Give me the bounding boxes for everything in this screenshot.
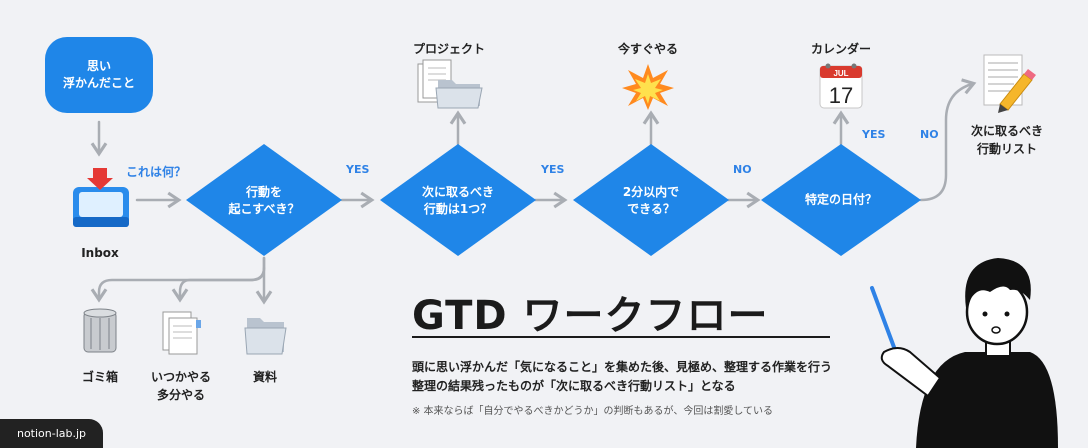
document-stack-icon: [162, 311, 201, 355]
decision-text-4: 特定の日付？: [805, 192, 877, 209]
edge-label-no-2: NO: [920, 128, 939, 141]
description-line-2: 整理の結果残ったものが「次に取るべき行動リスト」となる: [412, 379, 736, 393]
inbox-label: Inbox: [81, 246, 119, 260]
someday-line-1: いつかやる: [150, 370, 212, 384]
decision-single-action: [380, 144, 536, 256]
edge-label-yes-2: YES: [541, 163, 565, 176]
outcome-someday: いつかやる多分やる: [151, 368, 211, 404]
outcome-trash: ゴミ箱: [81, 370, 119, 384]
project-folder-icon: [417, 59, 483, 109]
site-badge[interactable]: notion-lab.jp: [0, 419, 103, 448]
someday-line-2: 多分やる: [156, 388, 206, 402]
person-illustration: [870, 258, 1058, 448]
description-line-1: 頭に思い浮かんだ「気になること」を集めた後、見極め、整理する作業を行う: [412, 360, 833, 374]
decision-2-line-1: 次に取るべき: [421, 185, 495, 199]
trash-can-icon: [83, 308, 117, 353]
calendar-icon: JUL 17: [819, 63, 863, 109]
decision-2-line-2: 行動は1つ？: [423, 202, 493, 216]
calendar-month: JUL: [833, 69, 848, 78]
edge-label-yes-1: YES: [346, 163, 370, 176]
explosion-icon: [622, 64, 674, 110]
outcome-do-now: 今すぐやる: [617, 42, 679, 56]
decision-text-2: 次に取るべき行動は1つ？: [422, 184, 494, 218]
next-action-line-1: 次に取るべき: [970, 124, 1044, 138]
outcome-project: プロジェクト: [412, 42, 486, 56]
start-node: [45, 37, 153, 113]
decision-two-minutes: [573, 144, 729, 256]
start-node-text: 思い浮かんだこと: [63, 58, 135, 92]
edge-label-no-1: NO: [733, 163, 752, 176]
arrow-date-to-nextlist: [919, 78, 977, 202]
memo-pencil-icon: [983, 54, 1036, 113]
inbox-question: これは何？: [126, 165, 187, 179]
decision-1-line-2: 起こすべき？: [228, 202, 300, 216]
start-line-2: 浮かんだこと: [62, 76, 136, 90]
outcome-reference: 資料: [252, 370, 278, 384]
calendar-day: 17: [829, 83, 853, 108]
decision-text-3: 2分以内でできる？: [623, 184, 679, 218]
inbox-tray-icon: [73, 168, 129, 227]
decision-4-line-1: 特定の日付？: [804, 192, 878, 207]
arrow-action-to-someday: [171, 266, 266, 303]
decision-specific-date: [761, 144, 921, 256]
outcome-next-action-list: 次に取るべき行動リスト: [971, 122, 1043, 158]
start-line-1: 思い: [86, 59, 112, 73]
edge-label-yes-3: YES: [862, 128, 886, 141]
title-underline: [412, 336, 830, 338]
decision-should-act: [186, 144, 342, 256]
decision-text-1: 行動を起こすべき？: [229, 184, 300, 218]
page-title: GTD ワークフロー: [412, 293, 769, 339]
pointer-stick: [870, 286, 900, 360]
next-action-line-2: 行動リスト: [976, 142, 1038, 156]
reference-folder-icon: [244, 318, 287, 355]
outcome-calendar: カレンダー: [810, 42, 872, 56]
decision-3-line-1: 2分以内で: [622, 185, 680, 199]
arrow-action-to-trash: [90, 256, 266, 303]
description: 頭に思い浮かんだ「気になること」を集めた後、見極め、整理する作業を行う整理の結果…: [412, 358, 832, 396]
decision-1-line-1: 行動を: [245, 185, 283, 199]
decision-3-line-2: できる？: [627, 202, 675, 216]
footnote: ※ 本来ならば「自分でやるべきかどうか」の判断もあるが、今回は割愛している: [412, 406, 774, 417]
